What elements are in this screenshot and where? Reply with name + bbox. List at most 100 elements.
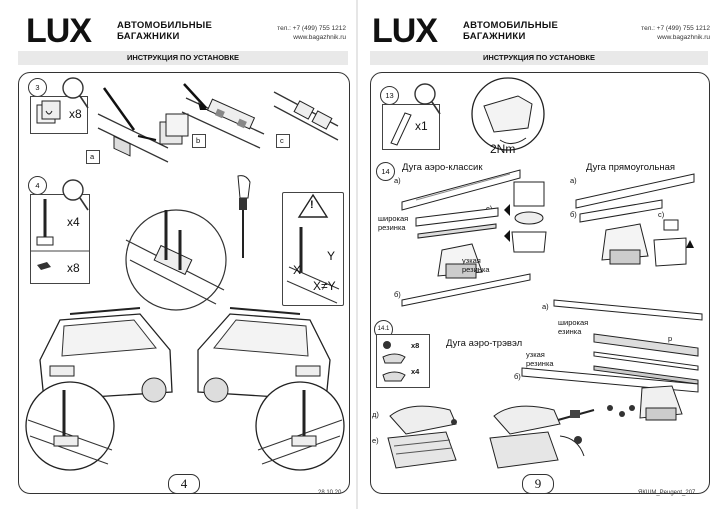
step-14-1-qty-a: x8 <box>411 341 420 350</box>
header-bar: ИНСТРУКЦИЯ ПО УСТАНОВКЕ <box>18 51 348 65</box>
website: www.bagazhnik.ru <box>293 34 346 41</box>
panel-c-label: c <box>276 134 290 148</box>
page-number: 4 <box>168 474 200 494</box>
hand-pinch-illustration <box>504 181 547 253</box>
step-3a-illustration <box>97 87 189 163</box>
step-3b-illustration <box>181 83 265 149</box>
brand-line-2: БАГАЖНИКИ <box>463 31 526 42</box>
torque-circle <box>471 77 545 151</box>
step-14-1-qty-b: x4 <box>411 367 420 376</box>
step-4-bolt-install <box>125 209 227 311</box>
endcap-e-before <box>387 431 457 469</box>
panel-c-text: c <box>280 136 284 145</box>
endcap-d-before <box>389 405 457 435</box>
travel-bar-a <box>553 299 703 321</box>
screws-icon <box>607 405 635 417</box>
rect-bar-a <box>575 173 695 209</box>
panel-a-text: a <box>90 152 95 161</box>
warning-icon: ! <box>310 199 314 211</box>
measure-x: X <box>293 263 302 277</box>
step-14-1-parts-box: x8 x4 <box>376 334 430 388</box>
brand-logo: LUX <box>372 12 438 50</box>
measure-diagram <box>286 193 340 304</box>
step-4-parts-box: x4 x8 <box>30 194 90 284</box>
car-front-left-illustration <box>39 307 173 409</box>
panel-a-label: a <box>86 150 100 164</box>
phone: тел.: +7 (499) 755 1212 <box>641 25 710 32</box>
label-c-right: с) <box>658 210 665 219</box>
brand-subtitle: АВТОМОБИЛЬНЫЕ БАГАЖНИКИ <box>463 20 558 42</box>
title-aero-classic: Дуга аэро-классик <box>402 162 483 173</box>
label-wide-rubber-travel: широкая езинка <box>558 318 588 336</box>
torque-value: 2Nm <box>490 142 516 156</box>
brand-logo: LUX <box>26 12 92 50</box>
header-title: ИНСТРУКЦИЯ ПО УСТАНОВКЕ <box>482 53 596 62</box>
travel-profile-illustration <box>593 333 699 385</box>
header-bar: ИНСТРУКЦИЯ ПО УСТАНОВКЕ <box>370 51 708 65</box>
label-narrow-rubber: узкая резинка <box>462 256 490 274</box>
brand-line-2: БАГАЖНИКИ <box>117 31 180 42</box>
step-3-parts-box: x8 <box>30 96 88 134</box>
detail-circle-right <box>255 381 345 471</box>
label-wide-rubber: широкая резинка <box>378 214 409 232</box>
hex-key-icon <box>390 112 412 146</box>
rect-foot-illustration <box>579 199 663 265</box>
hand-press-illustration <box>653 219 694 267</box>
page-number: 9 <box>522 474 554 494</box>
measure-y: Y <box>327 249 336 263</box>
classic-bar-a <box>401 169 521 211</box>
endcap-icon <box>382 341 406 382</box>
step-3-qty: x8 <box>69 107 82 121</box>
title-rectangular: Дуга прямоугольная <box>586 162 675 173</box>
website: www.bagazhnik.ru <box>657 34 710 41</box>
label-a-travel: а) <box>542 302 549 311</box>
panel-b-label: b <box>192 134 206 148</box>
right-page: LUX АВТОМОБИЛЬНЫЕ БАГАЖНИКИ тел.: +7 (49… <box>362 0 720 509</box>
wide-rubber-line-2: езинка <box>558 327 582 336</box>
classic-foot-illustration <box>415 207 499 279</box>
label-c-left: с) <box>486 204 493 213</box>
title-aero-travel: Дуга аэро-трэвэл <box>446 338 523 349</box>
phone: тел.: +7 (499) 755 1212 <box>277 25 346 32</box>
label-e: е) <box>372 436 379 445</box>
brand-line-1: АВТОМОБИЛЬНЫЕ <box>463 20 559 31</box>
step-13-parts-box: x1 <box>382 104 440 150</box>
classic-bar-b <box>401 273 531 307</box>
bolt-icon <box>31 199 89 270</box>
step-4-screw-qty: x8 <box>67 261 80 275</box>
header-title: ИНСТРУКЦИЯ ПО УСТАНОВКЕ <box>126 53 240 62</box>
panel-b-text: b <box>196 136 201 145</box>
step-14-marker: 14 <box>376 162 395 181</box>
endcap-e-after <box>489 431 585 469</box>
brand-line-1: АВТОМОБИЛЬНЫЕ <box>117 20 213 31</box>
label-narrow-rubber-travel: узкая резинка <box>526 350 554 368</box>
measure-neq: X≠Y <box>313 279 336 293</box>
label-b-right: б) <box>570 210 577 219</box>
step-4-bolt-qty: x4 <box>67 215 80 229</box>
label-a-right: а) <box>570 176 577 185</box>
step-4-warning-box: ! X Y X≠Y <box>282 192 344 306</box>
car-front-right-illustration <box>197 307 331 409</box>
contacts: тел.: +7 (499) 755 1212 www.bagazhnik.ru <box>277 24 346 42</box>
label-d: д) <box>372 410 379 419</box>
endcap-d-after <box>493 405 595 435</box>
step-3c-illustration <box>273 91 339 141</box>
document-code: ЯКШМ_Peugeot_207 <box>638 490 696 496</box>
screwdriver-icon <box>237 175 251 258</box>
step-3-marker: 3 <box>28 78 47 97</box>
left-page: LUX АВТОМОБИЛЬНЫЕ БАГАЖНИКИ тел.: +7 (49… <box>0 0 358 509</box>
step-13-marker: 13 <box>380 86 399 105</box>
print-date: 28.10.20 <box>318 490 342 496</box>
label-b-left: б) <box>394 290 401 299</box>
contacts: тел.: +7 (499) 755 1212 www.bagazhnik.ru <box>641 24 710 42</box>
label-b-travel: б) <box>514 372 521 381</box>
wide-rubber-line-1: широкая <box>558 318 589 327</box>
step-13-qty: x1 <box>415 119 428 133</box>
label-p: р <box>668 334 673 343</box>
step-4-marker: 4 <box>28 176 47 195</box>
clamp-part-icon <box>36 100 61 124</box>
detail-circle-left <box>25 381 115 471</box>
travel-foot-illustration <box>521 367 699 421</box>
label-a-left: а) <box>394 176 401 185</box>
brand-subtitle: АВТОМОБИЛЬНЫЕ БАГАЖНИКИ <box>117 20 212 42</box>
